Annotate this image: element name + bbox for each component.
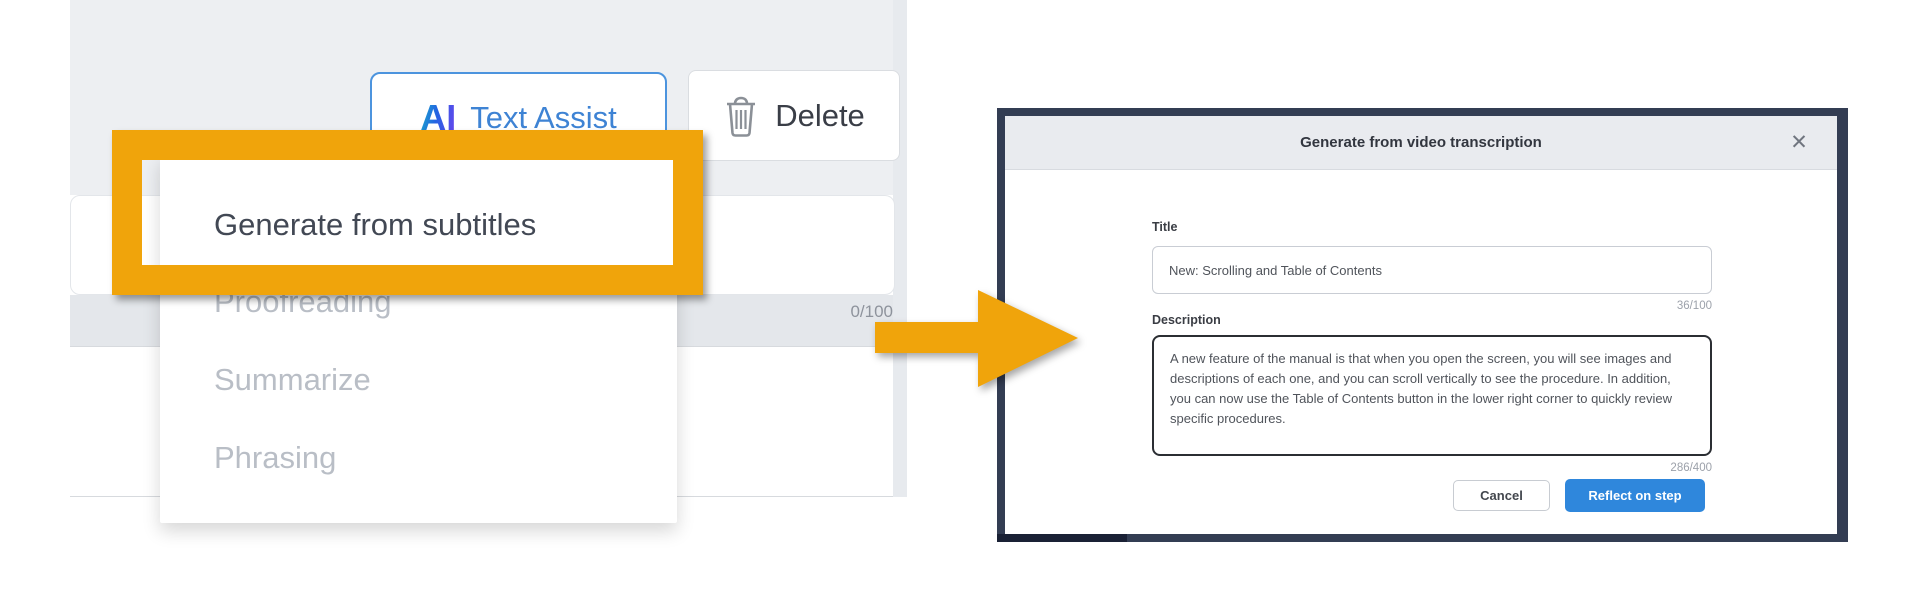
text-assist-dropdown-menu: Generate from subtitles Proofreading Sum…: [160, 155, 677, 523]
menu-item-phrasing[interactable]: Phrasing: [214, 440, 337, 475]
description-char-counter: 286/400: [1670, 462, 1712, 474]
text-assist-label: Text Assist: [470, 99, 617, 135]
delete-button[interactable]: Delete: [688, 70, 900, 161]
menu-item-generate-from-subtitles[interactable]: Generate from subtitles: [214, 207, 537, 242]
arrow-right-annotation: [875, 290, 1078, 387]
title-char-counter: 36/100: [1676, 300, 1712, 312]
description-textarea[interactable]: A new feature of the manual is that when…: [1152, 335, 1712, 456]
delete-label: Delete: [775, 97, 865, 133]
description-field-label: Description: [1152, 313, 1221, 327]
trash-icon: [723, 95, 759, 137]
dialog-header: Generate from video transcription ✕: [1005, 116, 1837, 170]
app-panel: 0/100 AI Text Assist Delete Generate fro…: [70, 0, 907, 523]
dialog-bottom-dark-bar: [997, 534, 1127, 542]
cancel-button[interactable]: Cancel: [1453, 480, 1550, 511]
menu-item-summarize[interactable]: Summarize: [214, 362, 371, 397]
highlight-annotation-box: [112, 130, 703, 295]
dialog-title: Generate from video transcription: [1300, 134, 1542, 151]
generate-from-video-transcription-dialog: Generate from video transcription ✕ Titl…: [997, 108, 1848, 542]
close-icon[interactable]: ✕: [1790, 131, 1808, 154]
title-field-label: Title: [1152, 220, 1178, 234]
title-input[interactable]: [1152, 246, 1712, 294]
char-counter: 0/100: [850, 302, 893, 321]
reflect-on-step-button[interactable]: Reflect on step: [1565, 479, 1705, 512]
